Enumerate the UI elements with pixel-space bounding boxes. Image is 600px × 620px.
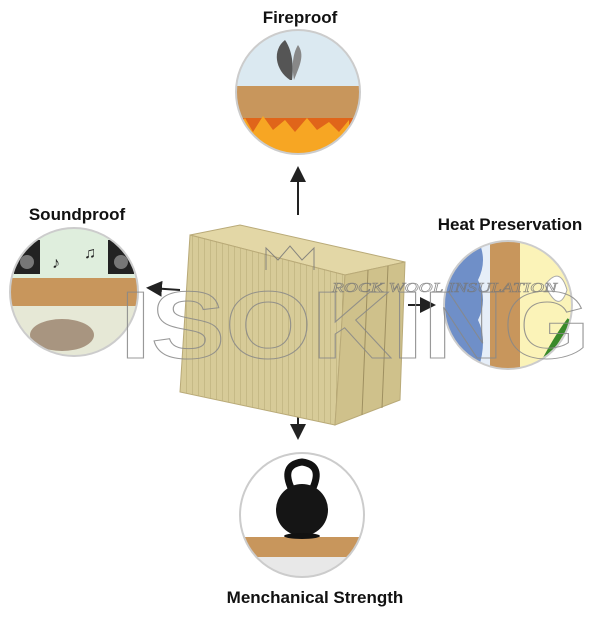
flower-icon: [544, 275, 568, 302]
mechanical-strength-circle: [240, 453, 364, 577]
music-note-icon: ♫: [84, 245, 96, 262]
fireproof-circle: [236, 30, 360, 154]
rock-wool-block: [179, 224, 406, 426]
heat-preservation-label: Heat Preservation: [437, 215, 583, 234]
fireproof-circle-border: [235, 29, 361, 155]
kitten-image: [30, 319, 94, 351]
mechanical-strength-label: Menchanical Strength: [226, 588, 404, 607]
butterfly-icon: [276, 40, 302, 80]
music-note-icon: ♪: [52, 255, 60, 272]
soundproof-circle-border: [9, 227, 139, 357]
mechanical-strength-circle-border: [239, 452, 365, 578]
watermark: ISOKING ROCK WOOL INSULATION: [120, 245, 591, 380]
kettlebell-icon: [276, 458, 328, 539]
heat-preservation-circle: [444, 241, 572, 369]
watermark-brand: ISOKING: [120, 272, 590, 379]
crown-logo-icon: [265, 245, 315, 270]
soundproof-label: Soundproof: [28, 205, 126, 224]
watermark-tagline: ROCK WOOL INSULATION: [331, 281, 558, 296]
arrow-left: [146, 280, 181, 297]
heat-preservation-circle-border: [443, 240, 573, 370]
fireproof-label: Fireproof: [262, 8, 338, 27]
